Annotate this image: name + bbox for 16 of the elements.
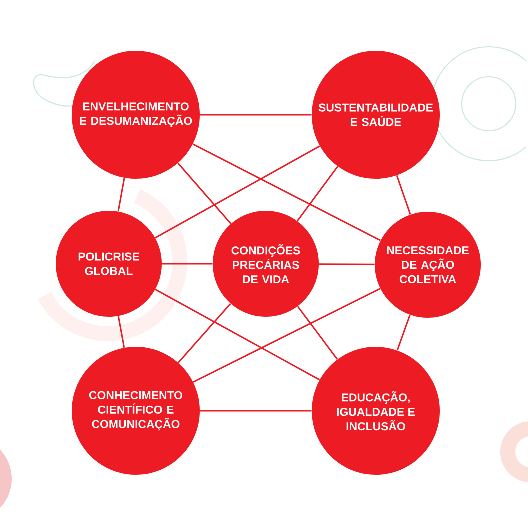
connector-line (118, 316, 126, 348)
connector-line (178, 303, 232, 364)
connector-line (200, 410, 312, 412)
connector-line (118, 178, 126, 212)
connector-line (155, 289, 320, 381)
connector-line (396, 314, 411, 351)
connector-line (319, 264, 375, 266)
connector-line (297, 166, 338, 222)
connector-line (396, 175, 412, 215)
connector-line (178, 162, 232, 224)
connector-line (297, 306, 338, 360)
connector-line (193, 288, 381, 383)
connector-line (162, 263, 213, 265)
connector-line (155, 146, 320, 239)
connector-line (192, 144, 382, 242)
connector-line (200, 114, 312, 116)
